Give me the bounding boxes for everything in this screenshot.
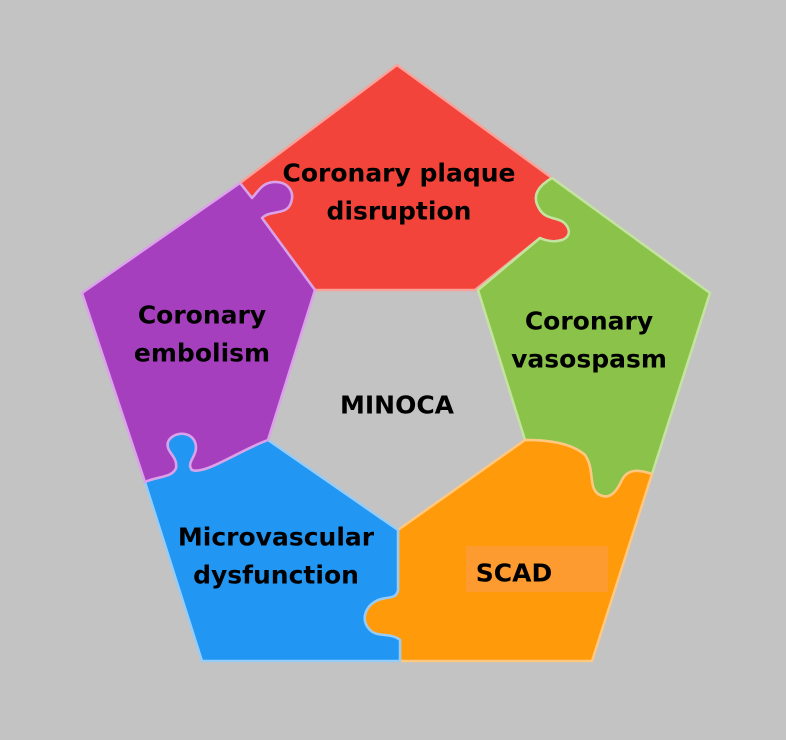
label-line: vasospasm: [511, 344, 667, 373]
puzzle-piece-coronary-embolism: [80, 180, 317, 484]
label-line: dysfunction: [193, 560, 359, 589]
label-microvascular-dysfunction: Microvascular dysfunction: [178, 519, 374, 594]
scad-label-highlight: [466, 546, 608, 592]
label-coronary-embolism: Coronary embolism: [134, 297, 270, 372]
label-line: Coronary: [137, 300, 267, 330]
label-line: Coronary: [524, 306, 654, 336]
label-line: embolism: [133, 338, 271, 367]
label-line: Microvascular: [177, 522, 375, 552]
label-line: SCAD: [475, 558, 553, 588]
label-line: Coronary plaque: [282, 158, 516, 188]
center-label-text: MINOCA: [339, 390, 455, 420]
center-label-minoca: MINOCA: [340, 386, 454, 424]
label-coronary-plaque-disruption: Coronary plaque disruption: [282, 155, 515, 230]
label-coronary-vasospasm: Coronary vasospasm: [511, 303, 667, 378]
label-scad: SCAD: [476, 554, 552, 592]
label-line: disruption: [326, 196, 472, 225]
